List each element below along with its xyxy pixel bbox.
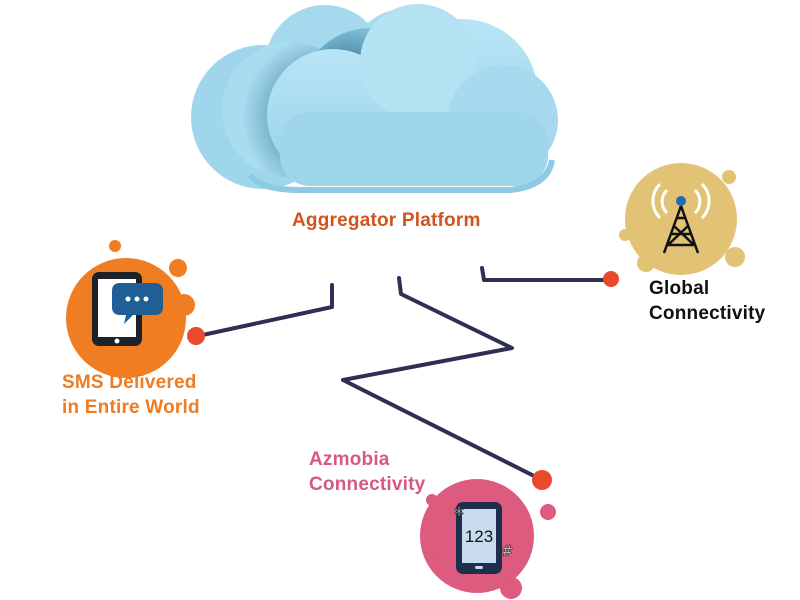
endpoint-sms (187, 327, 205, 345)
sms-label-line-2: in Entire World (62, 397, 200, 418)
asterisk-icon: * (454, 503, 464, 527)
cell-tower-icon (651, 182, 711, 254)
node-azmobia: 123 * # (420, 479, 556, 599)
platform-label-text: Aggregator Platform (292, 210, 481, 231)
endpoint-azmobia (532, 470, 552, 490)
platform-label: Aggregator Platform (292, 208, 481, 233)
connector-azmobia (341, 276, 542, 481)
node-global (619, 163, 745, 275)
global-connectivity-label: Global Connectivity (649, 276, 765, 326)
node-sms (66, 240, 195, 378)
connectors (196, 266, 611, 481)
connector-endpoints (187, 271, 619, 490)
cloud-icon (191, 4, 558, 193)
azmobia-label-line-2: Connectivity (309, 474, 426, 495)
endpoint-global (603, 271, 619, 287)
phone-chat-icon (92, 272, 163, 346)
sms-label-line-1: SMS Delivered (62, 372, 197, 393)
dialpad-number: 123 (465, 527, 493, 546)
sms-delivered-label: SMS Delivered in Entire World (62, 370, 200, 420)
azmobia-connectivity-label: Azmobia Connectivity (309, 447, 425, 497)
azmobia-label-line-1: Azmobia (309, 449, 390, 470)
phone-dialpad-icon: 123 * # (454, 502, 514, 574)
hash-icon: # (501, 542, 514, 560)
global-label-line-1: Global (649, 278, 710, 299)
global-label-line-2: Connectivity (649, 303, 766, 324)
connector-global (480, 266, 611, 282)
connector-sms (196, 283, 334, 338)
